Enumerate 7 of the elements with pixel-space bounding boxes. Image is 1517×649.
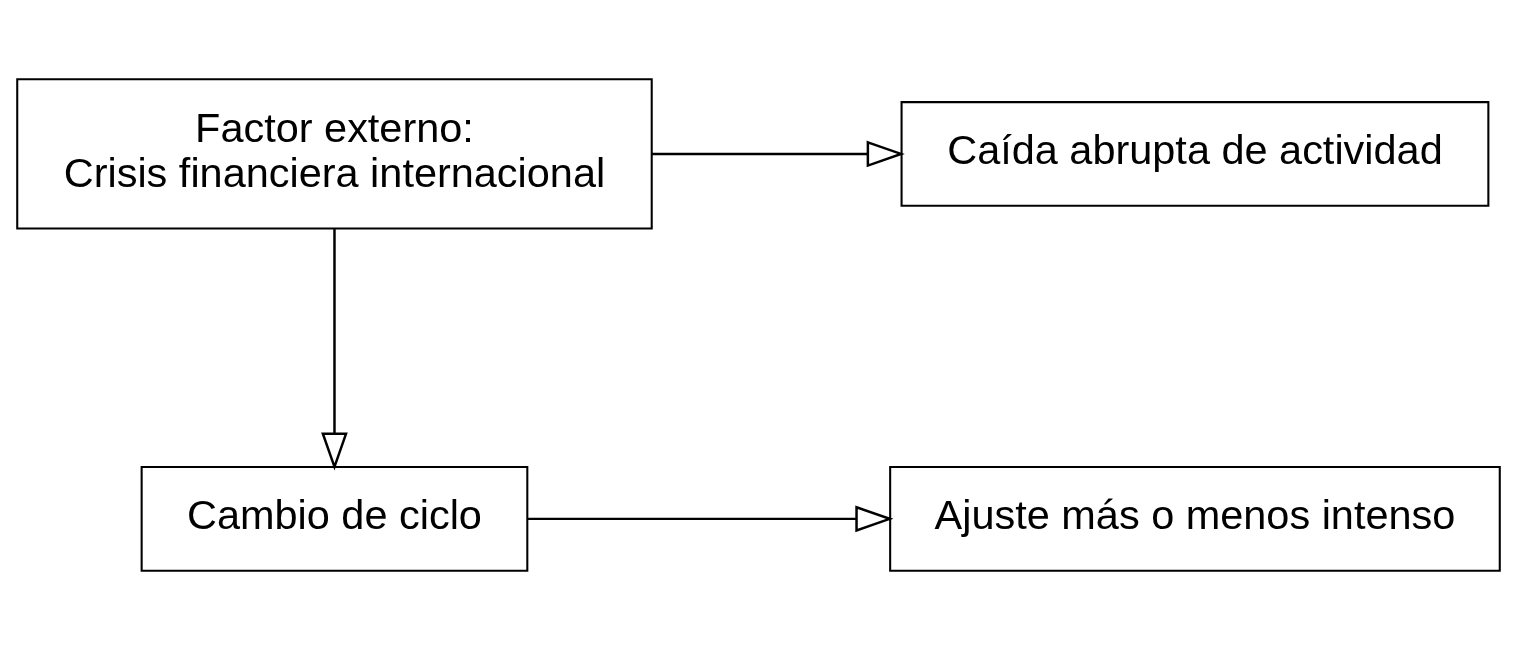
node-box: Cambio de ciclo [140,465,529,572]
node-box: Factor externo: Crisis financiera internacional [16,77,653,230]
arrow [321,228,348,471]
arrow [527,505,894,532]
arrow [651,140,905,167]
node-box: Ajuste más o menos intenso [889,465,1501,572]
node-box: Caída abrupta de actividad [900,100,1490,207]
